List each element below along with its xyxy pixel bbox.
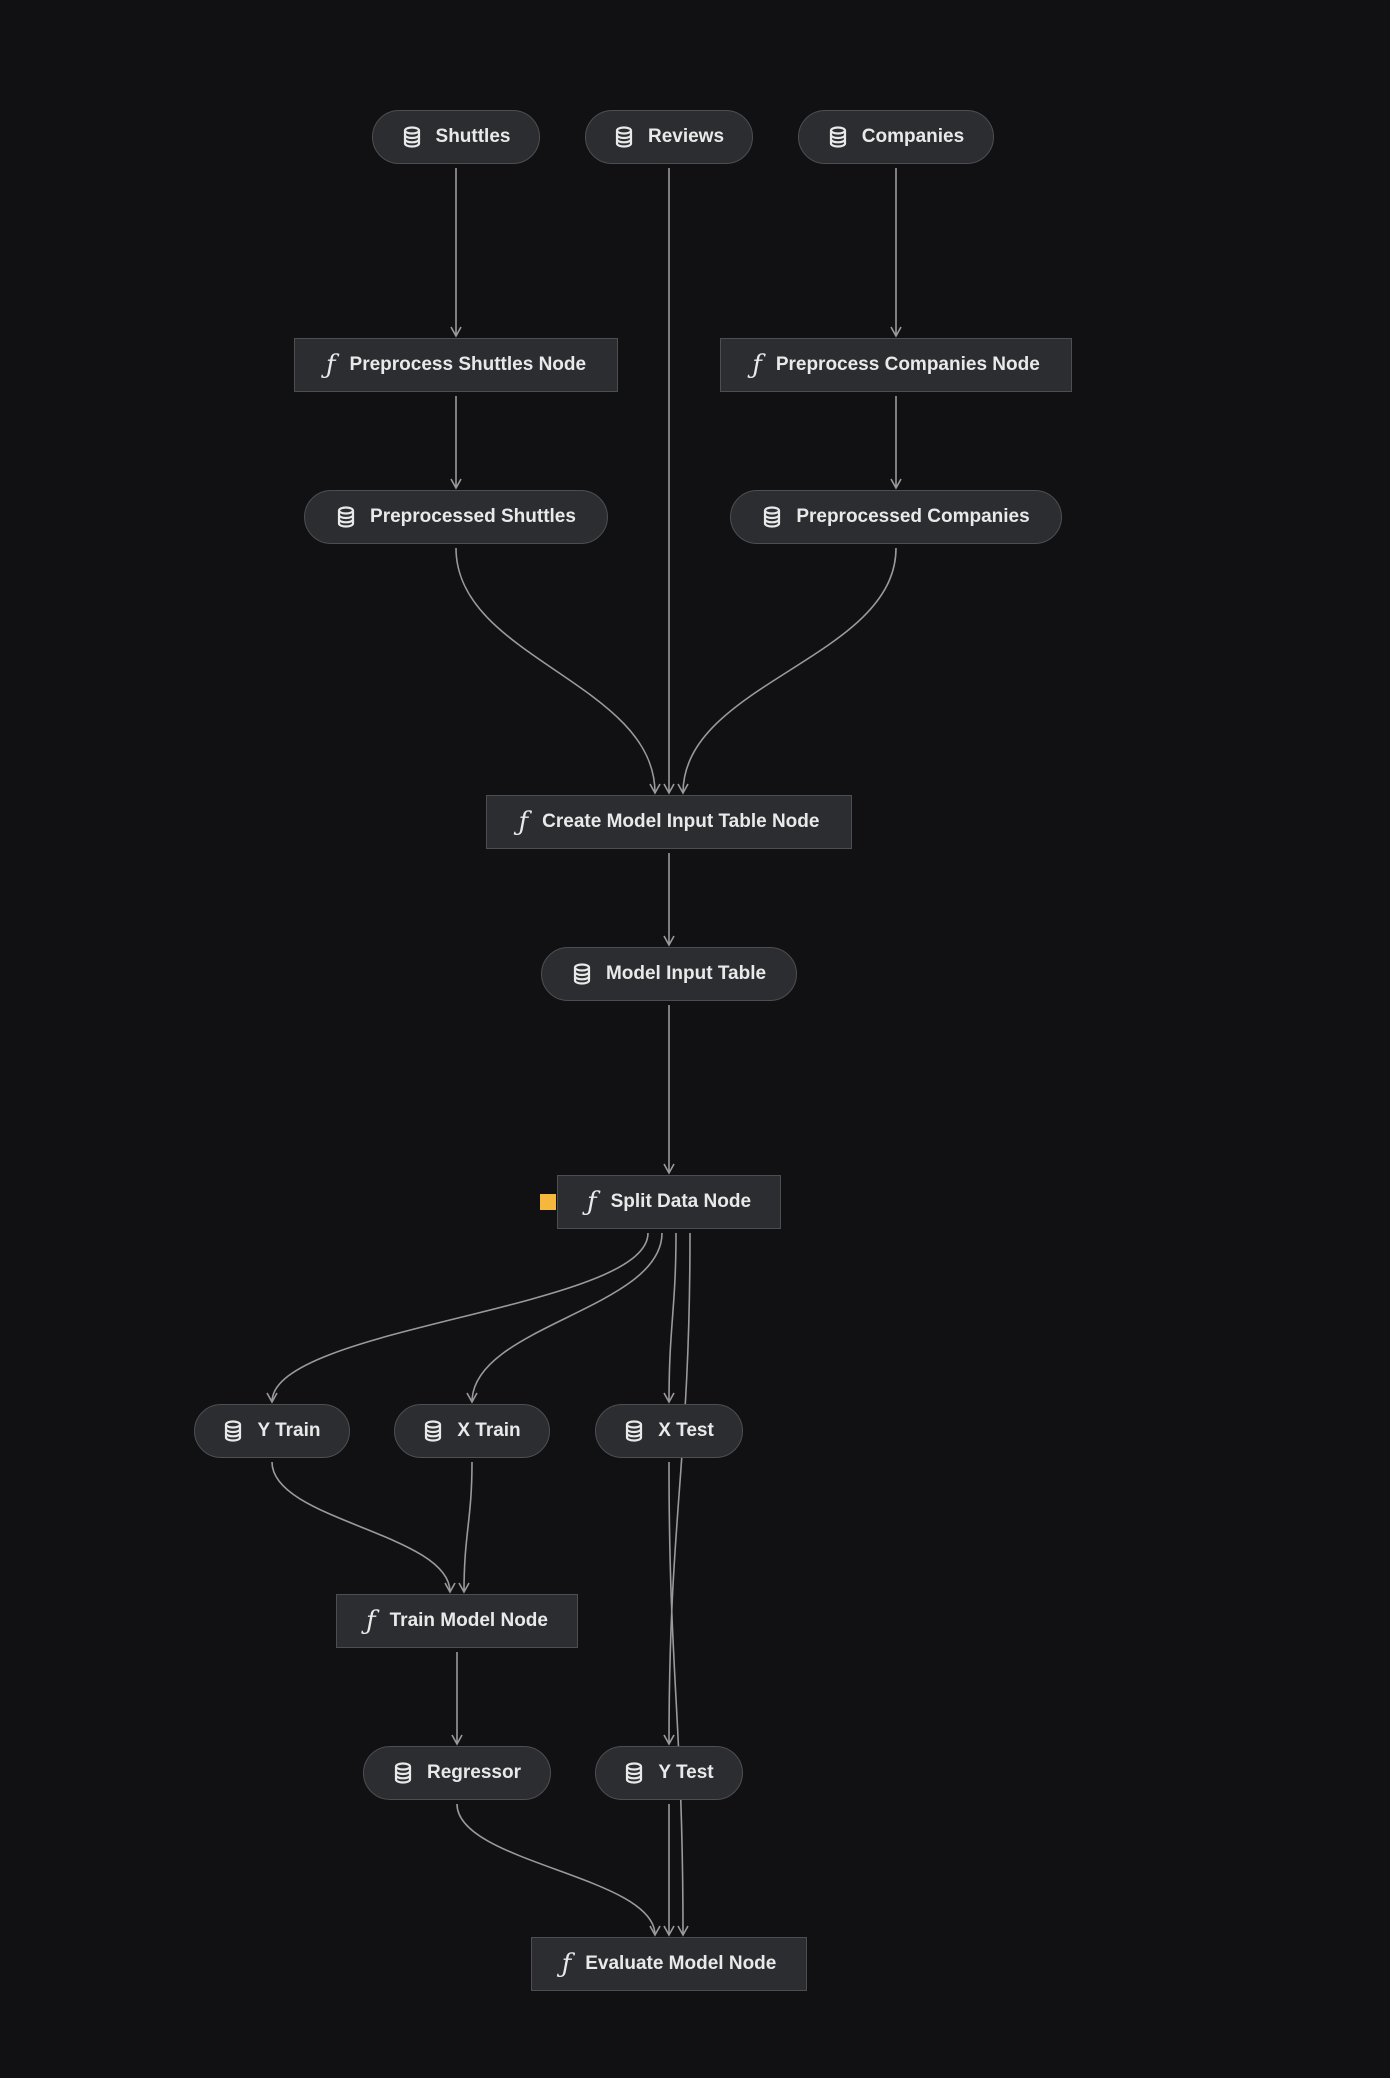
- edge-arrowhead: [677, 1925, 689, 1937]
- edge-arrowhead: [890, 478, 902, 490]
- edge-preprocessed_companies-to-create_model_input_table_node: [682, 547, 897, 794]
- function-icon: ƒ: [561, 1949, 572, 1979]
- edge-split_data_node-to-y_test: [668, 1232, 691, 1745]
- database-icon: [423, 1420, 443, 1442]
- node-label: X Train: [457, 1420, 521, 1441]
- database-icon: [624, 1420, 644, 1442]
- node-model-input-table[interactable]: Model Input Table: [541, 947, 797, 1001]
- function-icon: ƒ: [752, 350, 762, 380]
- node-label: Split Data Node: [610, 1191, 752, 1212]
- edge-x_train-to-train_model_node: [463, 1461, 473, 1593]
- node-label: Shuttles: [435, 126, 511, 147]
- node-y-test[interactable]: Y Test: [595, 1746, 743, 1800]
- edge-arrowhead: [450, 478, 462, 490]
- node-y-train[interactable]: Y Train: [194, 1404, 350, 1458]
- edge-arrowhead: [890, 326, 902, 338]
- edge-arrowhead: [444, 1582, 456, 1594]
- node-label: Companies: [861, 126, 965, 147]
- node-create-model-input-table-node[interactable]: ƒ Create Model Input Table Node: [486, 795, 852, 849]
- node-preprocess-shuttles-node[interactable]: ƒ Preprocess Shuttles Node: [294, 338, 618, 392]
- node-regressor[interactable]: Regressor: [363, 1746, 551, 1800]
- node-preprocessed-companies[interactable]: Preprocessed Companies: [730, 490, 1062, 544]
- edge-arrowhead: [677, 783, 689, 795]
- node-preprocess-companies-node[interactable]: ƒ Preprocess Companies Node: [720, 338, 1072, 392]
- node-label: Model Input Table: [605, 963, 767, 984]
- edge-arrowhead: [663, 783, 675, 795]
- database-icon: [336, 506, 356, 528]
- node-label: Preprocessed Shuttles: [370, 506, 576, 527]
- node-label: Train Model Node: [389, 1610, 548, 1631]
- node-evaluate-model-node[interactable]: ƒ Evaluate Model Node: [531, 1937, 807, 1991]
- node-shuttles[interactable]: Shuttles: [372, 110, 540, 164]
- node-label: Regressor: [427, 1762, 521, 1783]
- node-reviews[interactable]: Reviews: [585, 110, 753, 164]
- edge-arrowhead: [663, 935, 675, 947]
- edge-arrowhead: [663, 1392, 675, 1404]
- node-companies[interactable]: Companies: [798, 110, 994, 164]
- edge-arrowhead: [663, 1163, 675, 1175]
- node-label: Preprocessed Companies: [796, 506, 1030, 527]
- node-label: X Test: [658, 1420, 714, 1441]
- node-label: Preprocess Shuttles Node: [349, 354, 587, 375]
- node-label: Y Test: [658, 1762, 714, 1783]
- node-label: Y Train: [257, 1420, 321, 1441]
- edge-arrowhead: [266, 1392, 278, 1404]
- function-icon: ƒ: [518, 807, 529, 837]
- edge-arrowhead: [458, 1582, 470, 1594]
- edge-arrowhead: [450, 326, 462, 338]
- edge-split_data_node-to-y_train: [271, 1232, 649, 1403]
- edge-arrowhead: [649, 783, 661, 795]
- edge-arrowhead: [451, 1734, 463, 1746]
- function-icon: ƒ: [366, 1606, 376, 1636]
- database-icon: [572, 963, 592, 985]
- database-icon: [762, 506, 782, 528]
- edge-preprocessed_shuttles-to-create_model_input_table_node: [455, 547, 656, 794]
- node-x-train[interactable]: X Train: [394, 1404, 550, 1458]
- edge-regressor-to-evaluate_model_node: [456, 1803, 656, 1936]
- node-preprocessed-shuttles[interactable]: Preprocessed Shuttles: [304, 490, 608, 544]
- status-marker: [540, 1194, 556, 1210]
- edge-arrowhead: [663, 1734, 675, 1746]
- edge-split_data_node-to-x_test: [668, 1232, 677, 1403]
- node-x-test[interactable]: X Test: [595, 1404, 743, 1458]
- node-label: Create Model Input Table Node: [542, 811, 820, 832]
- node-label: Preprocess Companies Node: [775, 354, 1040, 375]
- function-icon: ƒ: [586, 1187, 597, 1217]
- edge-arrowhead: [649, 1925, 661, 1937]
- edge-arrowhead: [663, 1925, 675, 1937]
- database-icon: [614, 126, 634, 148]
- database-icon: [393, 1762, 413, 1784]
- node-train-model-node[interactable]: ƒ Train Model Node: [336, 1594, 578, 1648]
- function-icon: ƒ: [325, 350, 336, 380]
- database-icon: [828, 126, 848, 148]
- database-icon: [402, 126, 422, 148]
- edge-arrowhead: [466, 1392, 478, 1404]
- edge-y_train-to-train_model_node: [271, 1461, 451, 1593]
- node-label: Reviews: [647, 126, 725, 147]
- node-split-data-node[interactable]: ƒ Split Data Node: [557, 1175, 781, 1229]
- node-label: Evaluate Model Node: [585, 1953, 777, 1974]
- database-icon: [624, 1762, 644, 1784]
- edge-x_test-to-evaluate_model_node: [668, 1461, 684, 1936]
- edge-split_data_node-to-x_train: [471, 1232, 663, 1403]
- database-icon: [223, 1420, 243, 1442]
